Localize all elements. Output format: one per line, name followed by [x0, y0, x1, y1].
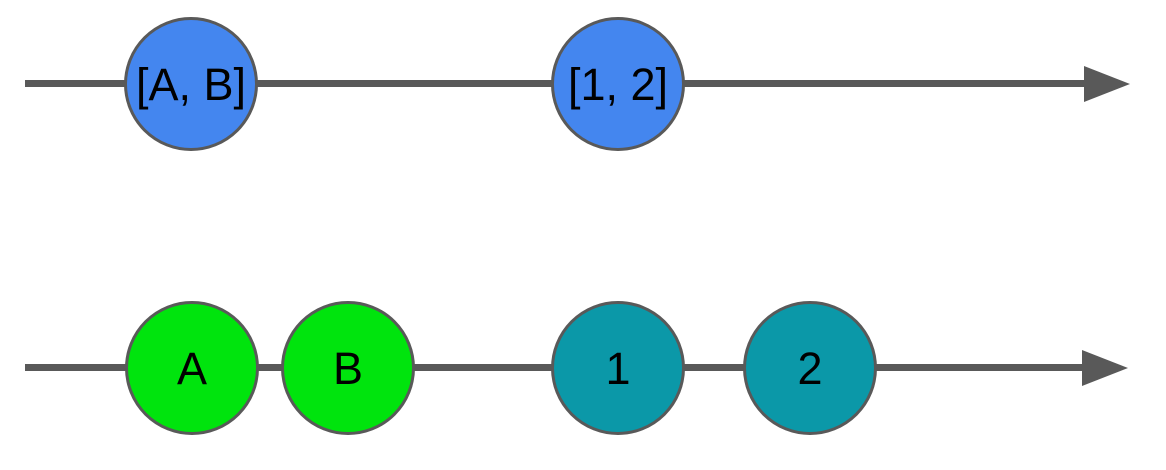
- marble-output-1: 1: [551, 301, 685, 435]
- marble-output-a: A: [125, 301, 259, 435]
- source-timeline-arrowhead-icon: [1084, 66, 1130, 102]
- output-timeline-arrowhead-icon: [1082, 350, 1128, 386]
- marble-source-array-ab: [A, B]: [124, 17, 258, 151]
- marble-label: [A, B]: [135, 58, 247, 110]
- marble-label: [1, 2]: [567, 58, 669, 110]
- marble-output-2: 2: [743, 301, 877, 435]
- marble-source-array-12: [1, 2]: [551, 17, 685, 151]
- marble-label: 1: [605, 342, 631, 394]
- marble-label: A: [176, 342, 207, 394]
- marble-output-b: B: [281, 301, 415, 435]
- marble-label: B: [332, 342, 363, 394]
- marble-label: 2: [797, 342, 823, 394]
